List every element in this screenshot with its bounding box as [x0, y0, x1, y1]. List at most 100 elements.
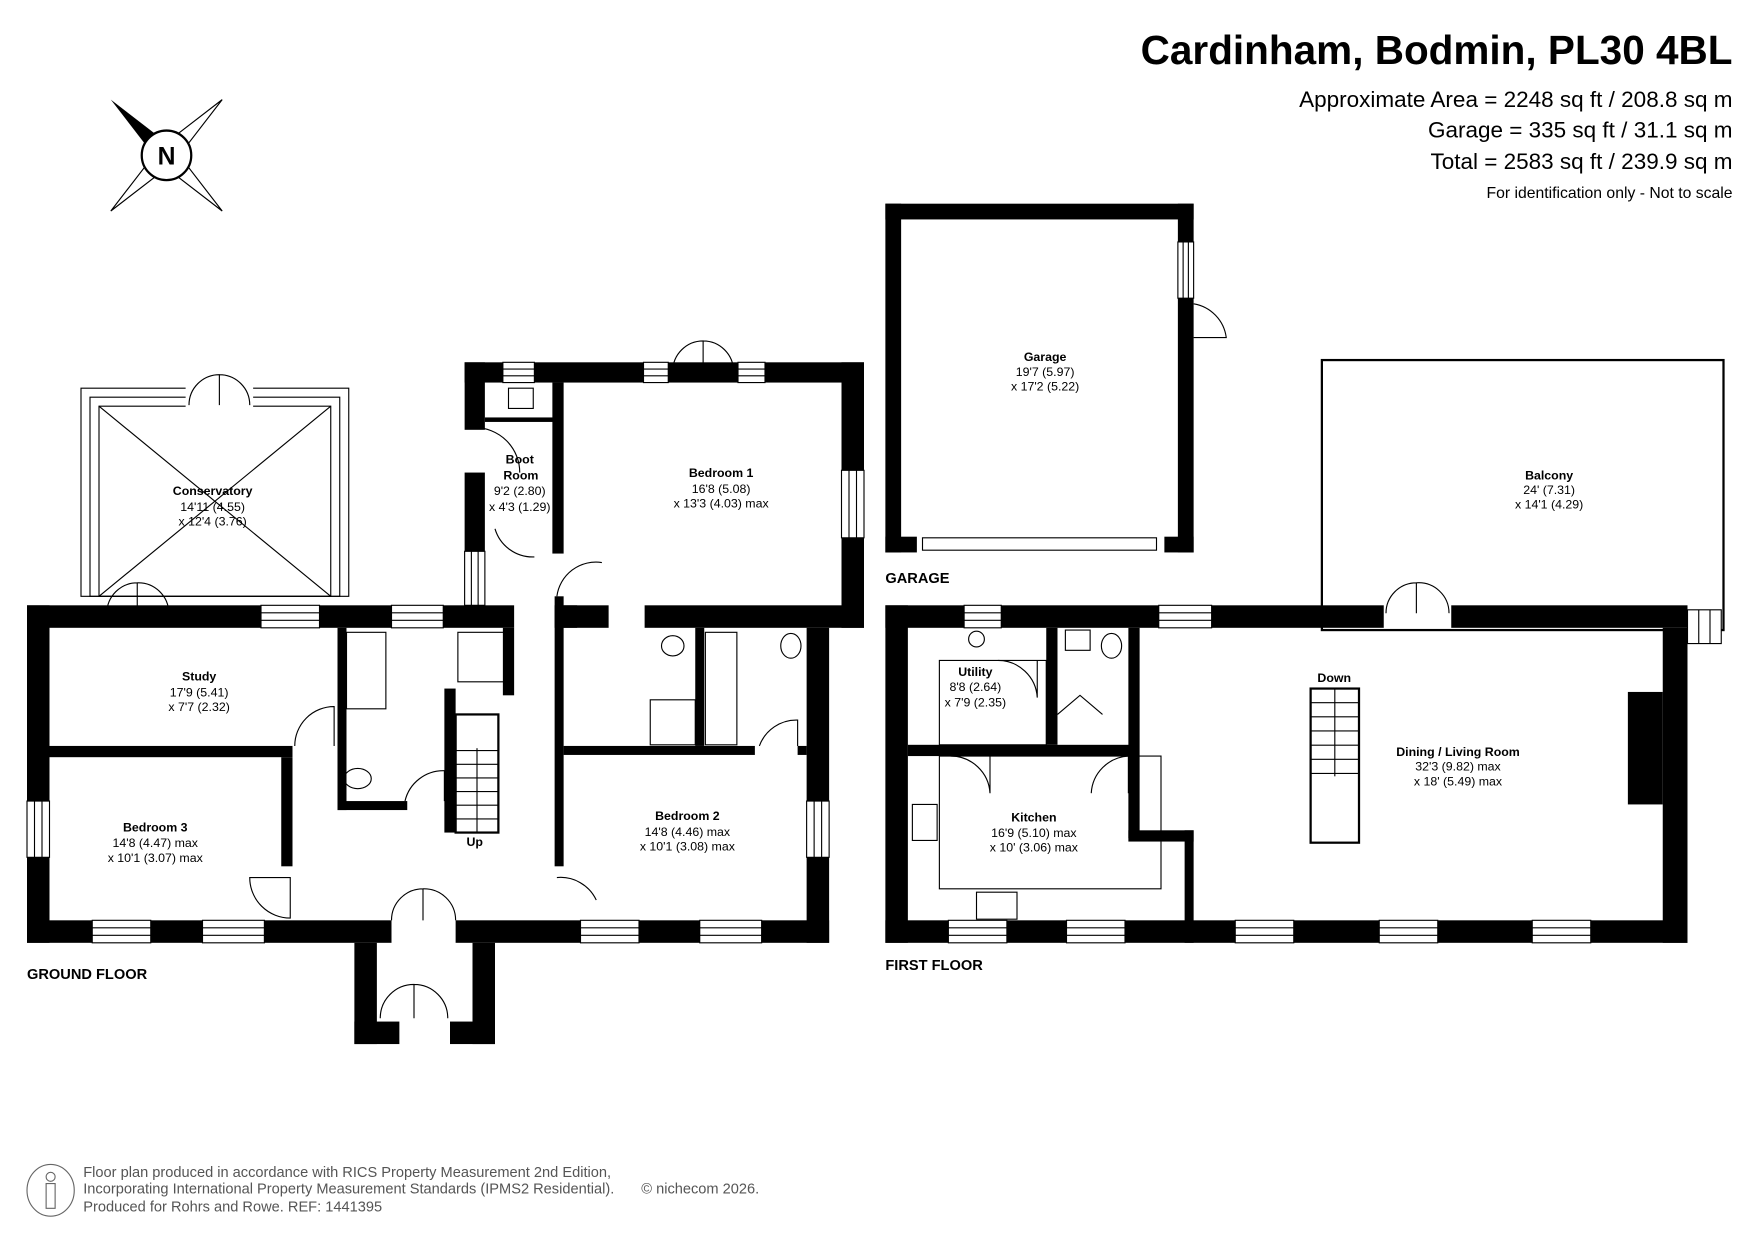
room-dimension: x 4'3 (1.29) — [489, 500, 550, 514]
window — [840, 469, 865, 539]
total-area: Total = 2583 sq ft / 239.9 sq m — [1430, 149, 1732, 174]
window — [699, 919, 763, 944]
property-title: Cardinham, Bodmin, PL30 4BL — [1141, 27, 1733, 73]
room-dimension: 19'7 (5.97) — [1016, 365, 1075, 379]
room-conservatory: Conservatory 14'11 (4.55) x 12'4 (3.76) — [173, 484, 253, 528]
window — [1065, 919, 1126, 944]
room-bedroom-2: Bedroom 2 14'8 (4.46) max x 10'1 (3.08) … — [640, 809, 736, 853]
window — [1234, 919, 1295, 944]
window — [1177, 241, 1195, 299]
room-dimension: x 10'1 (3.07) max — [108, 851, 204, 865]
room-dimension: x 12'4 (3.76) — [178, 514, 246, 528]
first-floor-label: FIRST FLOOR — [885, 958, 983, 974]
header: Cardinham, Bodmin, PL30 4BL Approximate … — [1141, 27, 1733, 202]
fixtures — [343, 387, 1123, 920]
garage-area: Garage = 335 sq ft / 31.1 sq m — [1428, 117, 1733, 142]
shower-icon — [649, 699, 696, 746]
bath-icon — [704, 631, 738, 746]
stairs-up-label: Up — [467, 835, 484, 849]
compass-icon: N — [110, 99, 223, 212]
room-name: Balcony — [1525, 468, 1573, 482]
room-name: Garage — [1024, 350, 1067, 364]
room-dimension: 17'9 (5.41) — [170, 685, 229, 699]
room-dimension: x 7'7 (2.32) — [168, 700, 229, 714]
room-name: Room — [503, 468, 538, 482]
room-name: Dining / Living Room — [1396, 745, 1520, 759]
bath-icon — [345, 631, 387, 710]
window — [806, 800, 830, 858]
room-dimension: 16'8 (5.08) — [692, 482, 751, 496]
room-dimension: 8'8 (2.64) — [949, 680, 1001, 694]
window — [947, 919, 1008, 944]
stairs-down-label: Down — [1317, 671, 1351, 685]
garage-floor-label: GARAGE — [885, 571, 949, 587]
stairs: Up Down — [454, 671, 1361, 849]
toilet-icon — [780, 632, 802, 659]
room-dimension: 24' (7.31) — [1523, 483, 1575, 497]
sink-icon — [1064, 629, 1091, 651]
window — [737, 361, 766, 384]
sink-icon — [507, 387, 534, 409]
footer: Floor plan produced in accordance with R… — [26, 1163, 759, 1217]
window — [260, 604, 321, 629]
room-dimension: x 18' (5.49) max — [1414, 774, 1503, 788]
window — [464, 550, 486, 606]
room-dimension: 32'3 (9.82) max — [1415, 760, 1501, 774]
room-kitchen: Kitchen 16'9 (5.10) max x 10' (3.06) max — [990, 810, 1079, 854]
window — [1378, 919, 1439, 944]
room-dimension: x 17'2 (5.22) — [1011, 379, 1079, 393]
shower-icon — [457, 631, 506, 683]
doors — [106, 303, 1450, 1019]
toilet-icon — [1100, 632, 1123, 659]
windows — [26, 241, 1722, 944]
room-garage: Garage 19'7 (5.97) x 17'2 (5.22) — [1011, 350, 1079, 393]
room-dimension: x 10' (3.06) max — [990, 841, 1079, 855]
room-name: Bedroom 1 — [689, 466, 754, 480]
room-dimension: 14'8 (4.47) max — [113, 836, 199, 850]
window — [963, 604, 1002, 629]
room-dimension: x 13'3 (4.03) max — [674, 496, 770, 510]
window — [91, 919, 152, 944]
ground-floor-label: GROUND FLOOR — [27, 967, 148, 983]
room-dining-living: Dining / Living Room 32'3 (9.82) max x 1… — [1396, 745, 1520, 788]
room-utility: Utility 8'8 (2.64) x 7'9 (2.35) — [945, 665, 1006, 709]
room-balcony: Balcony 24' (7.31) x 14'1 (4.29) — [1515, 468, 1583, 511]
room-dimension: 16'9 (5.10) max — [991, 826, 1077, 840]
room-boot-room: Boot Room 9'2 (2.80) x 4'3 (1.29) — [489, 453, 550, 514]
window — [1531, 919, 1592, 944]
compass-north-label: N — [158, 143, 176, 170]
window — [1158, 604, 1213, 629]
footer-line-1: Floor plan produced in accordance with R… — [83, 1165, 611, 1181]
room-name: Conservatory — [173, 484, 253, 498]
window — [201, 919, 265, 944]
room-dimension: x 14'1 (4.29) — [1515, 498, 1583, 512]
room-name: Utility — [958, 665, 992, 679]
footer-line-2: Incorporating International Property Mea… — [83, 1182, 614, 1198]
room-bedroom-3: Bedroom 3 14'8 (4.47) max x 10'1 (3.07) … — [108, 820, 204, 864]
room-study: Study 17'9 (5.41) x 7'7 (2.32) — [168, 670, 229, 714]
footer-line-3: Produced for Rohrs and Rowe. REF: 144139… — [83, 1200, 382, 1216]
room-name: Boot — [506, 453, 534, 467]
window — [642, 361, 669, 384]
room-dimension: x 10'1 (3.08) max — [640, 840, 736, 854]
room-name: Bedroom 2 — [655, 809, 720, 823]
room-dimension: x 7'9 (2.35) — [945, 696, 1006, 710]
person-icon — [26, 1163, 75, 1217]
window — [579, 919, 640, 944]
approx-area: Approximate Area = 2248 sq ft / 208.8 sq… — [1299, 87, 1732, 112]
room-bedroom-1: Bedroom 1 16'8 (5.08) x 13'3 (4.03) max — [674, 466, 770, 510]
room-name: Study — [182, 670, 216, 684]
room-name: Kitchen — [1011, 810, 1056, 824]
room-labels: Conservatory 14'11 (4.55) x 12'4 (3.76) … — [108, 350, 1584, 865]
footer-copyright: © nichecom 2026. — [641, 1182, 759, 1198]
room-dimension: 9'2 (2.80) — [494, 484, 546, 498]
window — [26, 800, 51, 858]
room-name: Bedroom 3 — [123, 820, 188, 834]
toilet-icon — [343, 767, 372, 790]
hob-icon — [911, 803, 938, 841]
conservatory-structure — [80, 374, 350, 597]
window — [1686, 609, 1722, 645]
window — [502, 361, 535, 384]
window — [390, 604, 444, 629]
